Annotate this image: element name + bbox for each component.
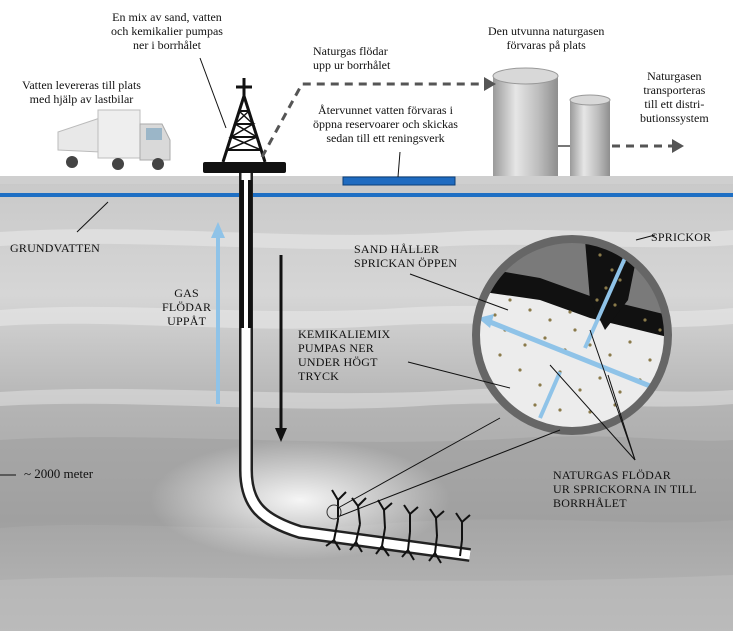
label-transport-line-2: transporteras — [643, 83, 706, 97]
label-storage-line-2: förvaras på plats — [506, 38, 586, 52]
label-depth: ~ 2000 meter — [24, 466, 94, 481]
label-recovered-water-line-2: öppna reservoarer och skickas — [313, 117, 458, 131]
label-gas-from-fractures: NATURGAS FLÖDAR UR SPRICKORNA IN TILL BO… — [553, 468, 697, 510]
groundwater-line — [0, 193, 733, 197]
label-gas-rises-line-1: GAS — [174, 286, 199, 300]
label-gas-rises-line-3: UPPÅT — [167, 314, 207, 328]
label-trucks: Vatten levereras till plats med hjälp av… — [22, 78, 141, 106]
label-gas-rises-line-2: FLÖDAR — [162, 300, 212, 314]
label-gas-from-fractures-line-1: NATURGAS FLÖDAR — [553, 468, 672, 482]
well-bore — [239, 173, 471, 562]
fracture-branches — [325, 489, 471, 564]
label-recovered-water-line-3: sedan till ett reningsverk — [326, 131, 445, 145]
label-transport-line-3: till ett distri- — [644, 97, 705, 111]
truck-icon — [57, 109, 171, 170]
label-chemical-mix-line-4: TRYCK — [298, 369, 340, 383]
label-storage: Den utvunna naturgasen förvaras på plats — [488, 24, 604, 52]
label-gas-rises: GAS FLÖDAR UPPÅT — [162, 286, 211, 328]
label-gas-flow-up: Naturgas flödar upp ur borrhålet — [313, 44, 390, 72]
label-gas-flow-up-line-2: upp ur borrhålet — [313, 58, 391, 72]
detail-marker — [326, 504, 342, 520]
label-mix-line-3: ner i borrhålet — [133, 38, 201, 52]
label-storage-line-1: Den utvunna naturgasen — [488, 24, 605, 38]
label-recovered-water-line-1: Återvunnet vatten förvaras i — [317, 103, 453, 117]
label-groundwater: GRUNDVATTEN — [10, 241, 100, 255]
label-mix-line-2: och kemikalier pumpas — [111, 24, 223, 38]
storage-tank-large — [492, 67, 559, 176]
label-trucks-line-1: Vatten levereras till plats — [22, 78, 141, 92]
label-transport-line-1: Naturgasen — [647, 69, 702, 83]
drill-rig-icon — [203, 78, 286, 173]
label-gas-from-fractures-line-2: UR SPRICKORNA IN TILL — [553, 482, 697, 496]
label-mix: En mix av sand, vatten och kemikalier pu… — [111, 10, 223, 52]
label-chemical-mix-line-1: KEMIKALIEMIX — [298, 327, 391, 341]
label-sand-holds-line-1: SAND HÅLLER — [354, 242, 440, 256]
label-mix-line-1: En mix av sand, vatten — [112, 10, 222, 24]
label-gas-flow-up-line-1: Naturgas flödar — [313, 44, 388, 58]
rock-layer-deep — [0, 575, 733, 631]
label-sand-holds-line-2: SPRICKAN ÖPPEN — [354, 256, 458, 270]
label-fractures: SPRICKOR — [651, 230, 712, 244]
gas-up-arrowhead — [211, 222, 225, 238]
magnified-detail — [472, 235, 672, 435]
chemical-down-arrowhead — [275, 428, 287, 442]
fracture-glow — [150, 440, 450, 560]
label-recovered-water: Återvunnet vatten förvaras i öppna reser… — [313, 103, 458, 145]
gas-flow-arrowhead — [484, 77, 496, 91]
label-gas-from-fractures-line-3: BORRHÅLET — [553, 496, 627, 510]
label-transport: Naturgasen transporteras till ett distri… — [640, 69, 709, 125]
storage-tank-small — [569, 94, 611, 176]
leader-lines — [0, 57, 656, 517]
label-chemical-mix-line-3: UNDER HÖGT — [298, 355, 378, 369]
water-reservoir — [342, 176, 456, 186]
label-chemical-mix: KEMIKALIEMIX PUMPAS NER UNDER HÖGT TRYCK — [298, 327, 390, 383]
label-trucks-line-2: med hjälp av lastbilar — [29, 92, 134, 106]
label-sand-holds: SAND HÅLLER SPRICKAN ÖPPEN — [354, 242, 457, 270]
label-transport-line-4: butionssystem — [640, 111, 709, 125]
distribution-arrowhead — [672, 139, 684, 153]
label-chemical-mix-line-2: PUMPAS NER — [298, 341, 374, 355]
